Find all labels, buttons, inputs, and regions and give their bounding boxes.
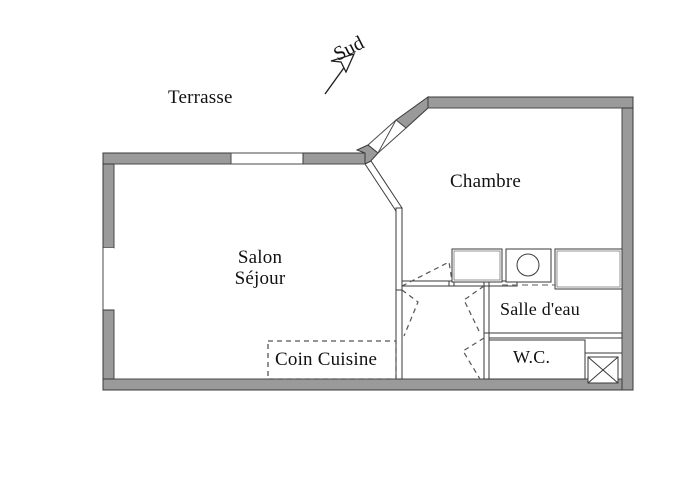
doors-group bbox=[401, 261, 485, 380]
bathtub-rectangle-inner bbox=[556, 250, 621, 288]
arrow-up-right-icon bbox=[330, 52, 356, 74]
door-swing-chambre bbox=[401, 261, 453, 287]
wall-bottom bbox=[102, 378, 634, 391]
inner-wall-face-line-angled bbox=[377, 119, 397, 154]
wall-angled-interior bbox=[364, 160, 403, 212]
wall-top-left bbox=[102, 152, 232, 165]
salon-line-1: Salon bbox=[237, 247, 283, 268]
door-swing-salon bbox=[401, 289, 419, 337]
door-leaves-group bbox=[396, 285, 489, 291]
outer-walls-group bbox=[102, 96, 634, 391]
room-label-wc: W.C. bbox=[513, 347, 551, 367]
room-label-coin-cuisine: Coin Cuisine bbox=[275, 349, 378, 370]
door-swing-salle-deau bbox=[463, 285, 485, 332]
wall-top-chambre bbox=[427, 96, 634, 109]
room-label-terrasse: Terrasse bbox=[168, 87, 233, 108]
coin-cuisine-zone bbox=[267, 340, 397, 380]
interior-walls-group bbox=[395, 207, 623, 380]
inner-wall-face-line-chambre-top bbox=[405, 107, 622, 129]
partition-salle-deau-wc bbox=[483, 332, 623, 339]
partition-corridor-salle-deau bbox=[483, 280, 490, 334]
wall-left-lower bbox=[102, 309, 115, 391]
partition-salon-chambre bbox=[395, 207, 403, 380]
door-swing-wc bbox=[462, 337, 485, 380]
window-left-salon-upper bbox=[103, 248, 114, 310]
shower-rectangle-inner bbox=[453, 250, 501, 281]
room-label-salle-deau: Salle d'eau bbox=[500, 299, 580, 319]
window-top-salon bbox=[230, 152, 304, 165]
sink-circle bbox=[516, 253, 540, 277]
salon-line-2: Séjour bbox=[234, 267, 286, 289]
partition-corridor-wc bbox=[483, 332, 490, 380]
wall-right bbox=[621, 96, 634, 391]
wc-rectangle bbox=[488, 339, 586, 380]
fixtures-group bbox=[451, 248, 623, 384]
wall-top-right bbox=[302, 152, 366, 165]
room-label-chambre: Chambre bbox=[450, 171, 522, 192]
closet-x-line-2 bbox=[587, 356, 619, 384]
compass-group bbox=[324, 52, 356, 95]
wall-left-upper bbox=[102, 152, 115, 249]
